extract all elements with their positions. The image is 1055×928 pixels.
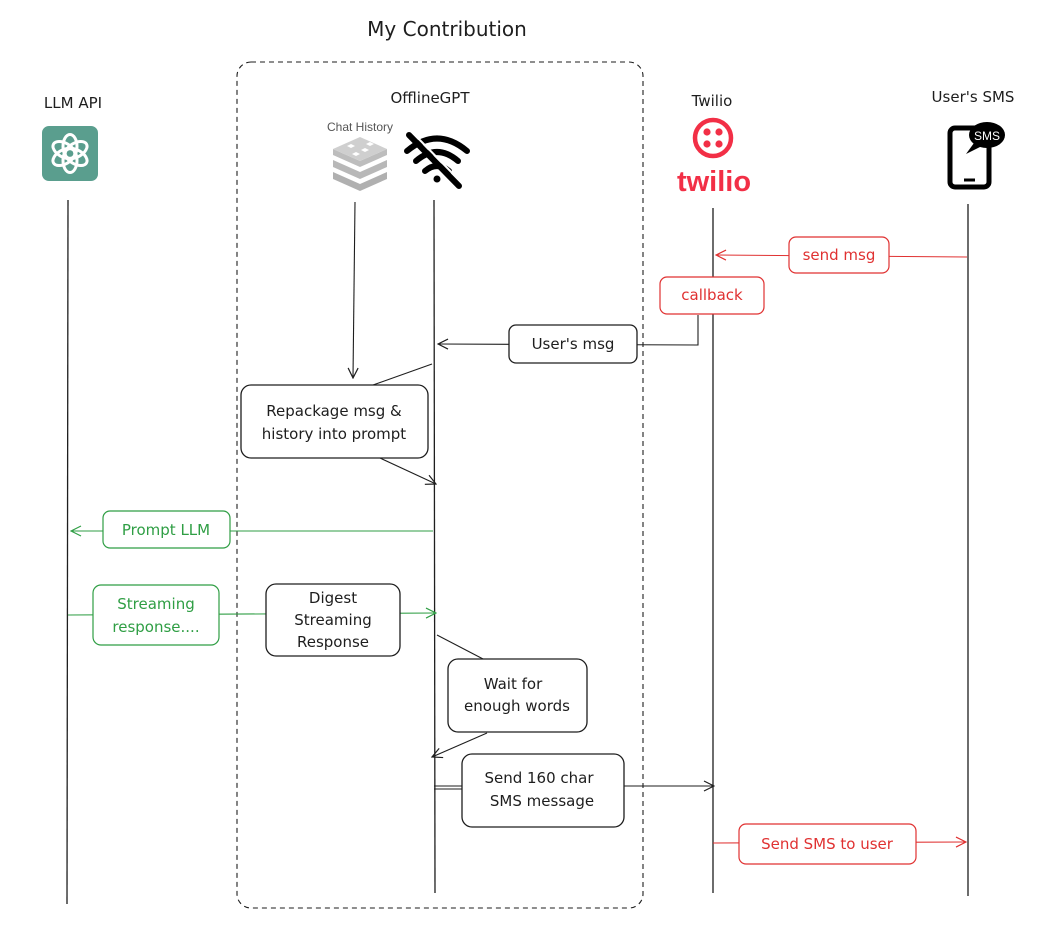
lane-label-users-sms: User's SMS: [932, 88, 1015, 106]
msg-streaming-line-2: response....: [112, 618, 199, 636]
msg-users-msg-box: [508, 324, 638, 364]
wait-box: [447, 658, 588, 733]
msg-prompt-llm: Prompt LLM: [122, 521, 210, 539]
digest-line-3: Response: [297, 633, 369, 651]
lane-label-offlinegpt: OfflineGPT: [390, 89, 470, 107]
digest-line-1: Digest: [309, 589, 357, 607]
repackage-line-1: Repackage msg &: [266, 402, 402, 420]
msg-users-msg: User's msg: [532, 335, 615, 353]
send-160-box: [461, 753, 625, 828]
wait-line-2: enough words: [464, 697, 570, 715]
repackage-box: [240, 384, 429, 459]
phone-sms-icon: [947, 122, 1005, 190]
twilio-logo-icon: [692, 117, 734, 159]
arrow-from-repackage: [379, 457, 436, 484]
lifeline-llm-api: [66, 199, 69, 905]
repackage-line-2: history into prompt: [262, 425, 407, 443]
lane-label-twilio: Twilio: [691, 92, 733, 110]
diagram-title: My Contribution: [367, 17, 527, 41]
lifeline-chat-history: [353, 201, 355, 378]
msg-send-sms-to-user-box: [738, 823, 917, 865]
wait-line-1: Wait for: [484, 675, 543, 693]
msg-streaming-line-1: Streaming: [117, 595, 194, 613]
digest-box: [265, 583, 401, 657]
contribution-frame: [236, 61, 644, 909]
no-wifi-icon: [404, 131, 470, 189]
msg-send-msg: send msg: [803, 246, 876, 264]
send-160-line-2: SMS message: [490, 792, 594, 810]
redis-stack-icon: [333, 137, 387, 191]
arrow-to-wait: [436, 634, 486, 661]
msg-streaming-box: [92, 584, 220, 646]
arrow-to-repackage: [372, 363, 433, 386]
lane-label-llm-api: LLM API: [44, 94, 102, 112]
twilio-wordmark: twilio: [677, 166, 751, 198]
arrow-from-wait: [432, 732, 488, 757]
msg-send-sms-to-user: Send SMS to user: [761, 835, 894, 853]
openai-logo-icon: [42, 126, 98, 181]
sms-bubble-text: SMS: [974, 129, 1000, 143]
msg-callback-box: [659, 276, 765, 315]
msg-callback: callback: [681, 286, 743, 304]
lifeline-offlinegpt: [433, 199, 436, 894]
chat-history-label: Chat History: [327, 120, 393, 134]
msg-prompt-llm-box: [102, 510, 231, 549]
msg-send-msg-box: [788, 236, 890, 274]
send-160-line-1: Send 160 char: [484, 769, 594, 787]
digest-line-2: Streaming: [294, 611, 371, 629]
